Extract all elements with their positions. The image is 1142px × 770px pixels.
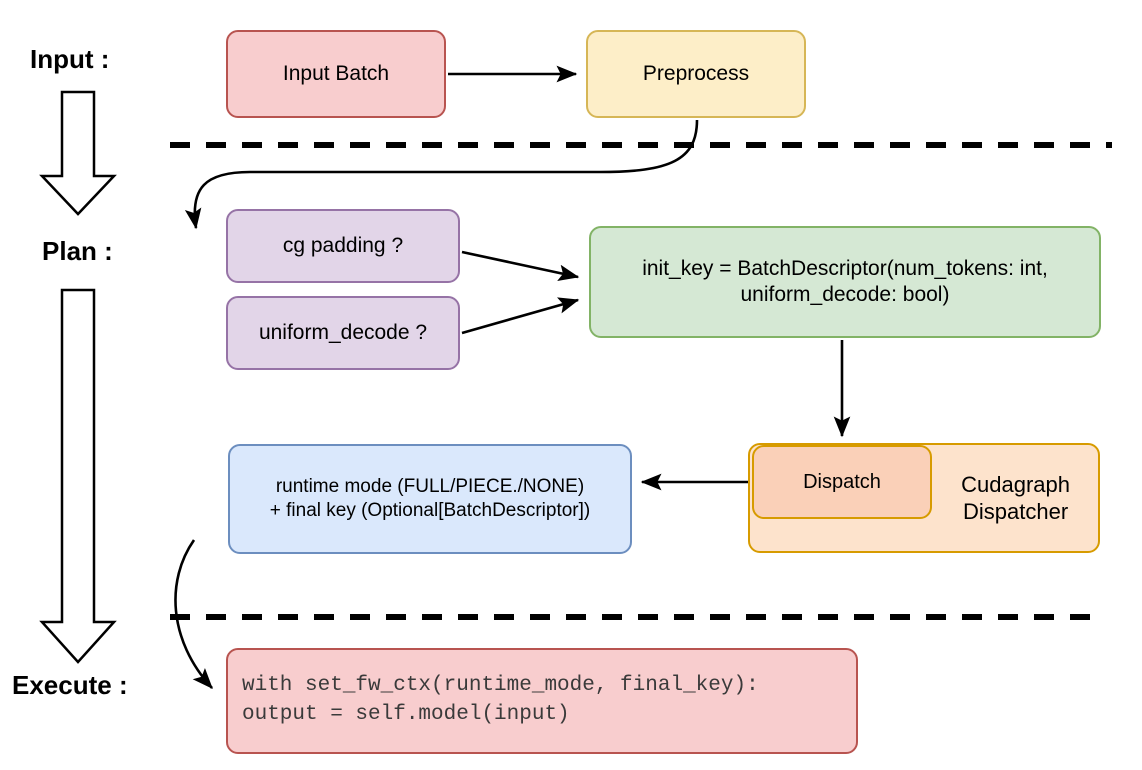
cg-padding-to-init-key — [461, 250, 580, 282]
plan-to-execute-arrow — [39, 288, 117, 664]
input-to-plan-arrow — [39, 90, 117, 216]
node-init-key[interactable]: init_key = BatchDescriptor(num_tokens: i… — [589, 226, 1101, 338]
node-cg-padding[interactable]: cg padding ? — [226, 209, 460, 283]
node-input-batch[interactable]: Input Batch — [226, 30, 446, 118]
node-uniform-decode[interactable]: uniform_decode ? — [226, 296, 460, 370]
stage-label-execute: Execute : — [12, 670, 128, 700]
node-execute-code[interactable]: with set_fw_ctx(runtime_mode, final_key)… — [226, 648, 858, 754]
node-dispatch[interactable]: Dispatch — [752, 445, 932, 519]
runtime-mode-to-execute-code — [174, 539, 213, 689]
stage-label-plan: Plan : — [42, 236, 113, 266]
uniform-decode-to-init-key — [461, 297, 580, 335]
stage-label-input: Input : — [30, 44, 110, 74]
node-preprocess[interactable]: Preprocess — [586, 30, 806, 118]
node-runtime-mode[interactable]: runtime mode (FULL/PIECE./NONE) + final … — [228, 444, 632, 554]
